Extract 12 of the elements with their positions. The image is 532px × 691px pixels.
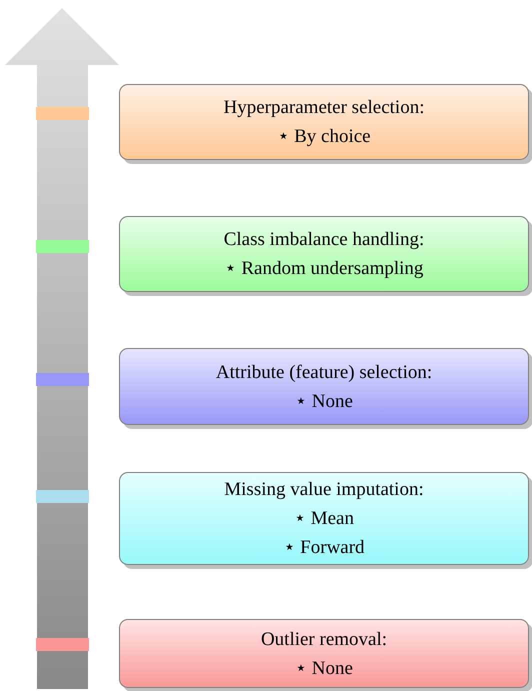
stage-heading: Class imbalance handling: xyxy=(224,228,424,252)
stage-option: ⋆ Forward xyxy=(283,533,365,562)
stage-option: ⋆ None xyxy=(295,654,353,682)
stage-box xyxy=(119,619,529,688)
stage-heading: Hyperparameter selection: xyxy=(224,96,424,120)
stage-option: ⋆ Mean xyxy=(294,504,354,533)
stage-heading: Missing value imputation: xyxy=(224,478,424,502)
stage-option: ⋆ By choice xyxy=(277,122,371,151)
stage-heading: Outlier removal: xyxy=(260,628,388,652)
stage-option: ⋆ Random undersampling xyxy=(224,254,424,283)
stage-option: ⋆ None xyxy=(295,386,353,416)
stage-heading: Attribute (feature) selection: xyxy=(216,360,432,384)
